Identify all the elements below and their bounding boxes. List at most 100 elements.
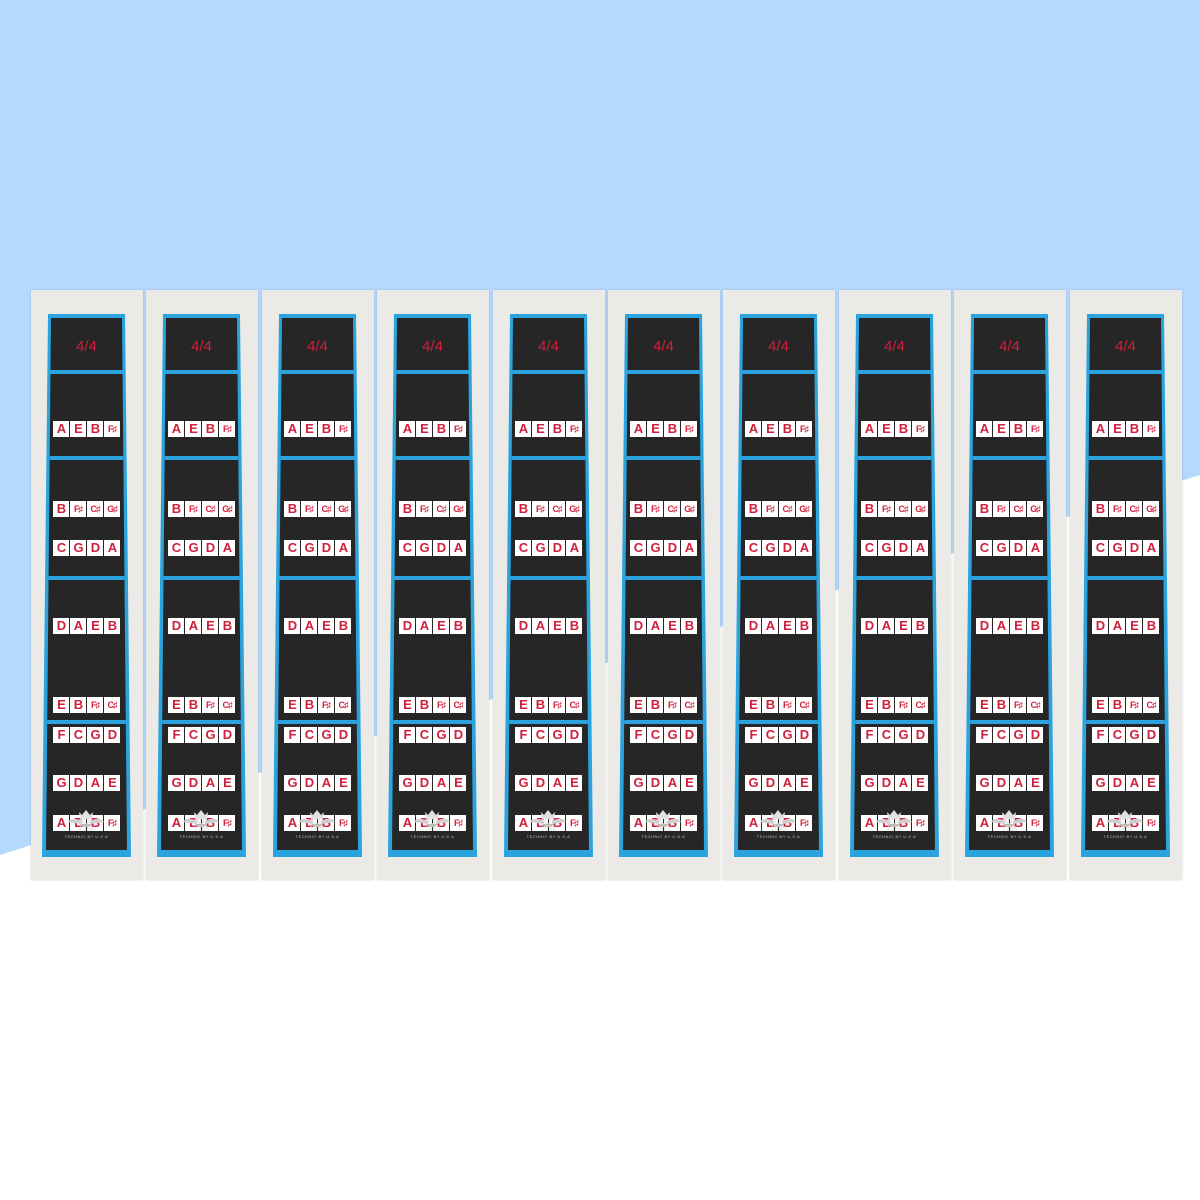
fret-line bbox=[392, 576, 473, 580]
note-label: C♯ bbox=[433, 501, 449, 517]
note-label: F♯ bbox=[779, 697, 795, 713]
note-label: A bbox=[912, 540, 928, 556]
note-label: F♯ bbox=[878, 501, 894, 517]
note-label: D bbox=[284, 618, 300, 634]
note-label: E bbox=[1092, 697, 1108, 713]
note-label: B bbox=[87, 421, 103, 437]
note-label: A bbox=[202, 775, 218, 791]
note-label: F♯ bbox=[566, 815, 582, 831]
note-label: B bbox=[104, 618, 120, 634]
note-label: C bbox=[284, 540, 300, 556]
note-label: E bbox=[450, 775, 466, 791]
note-label: C bbox=[647, 727, 663, 743]
note-label: E bbox=[284, 697, 300, 713]
note-label: A bbox=[53, 421, 69, 437]
logo-year: 1988 bbox=[1001, 826, 1018, 833]
note-label: F♯ bbox=[1143, 421, 1159, 437]
note-label: C bbox=[185, 727, 201, 743]
note-label: G bbox=[416, 540, 432, 556]
logo-tagline: TECHNIC BY U.S.A bbox=[1103, 834, 1148, 839]
note-label: C bbox=[532, 727, 548, 743]
fret-line bbox=[392, 370, 473, 374]
note-label: B bbox=[681, 618, 697, 634]
fingerboard-sticker: 4/4AEBF♯BF♯C♯G♯CGDADAEBEBF♯C♯FCGDGDAEAEB… bbox=[608, 290, 720, 880]
logo-tagline: TECHNIC BY U.S.A bbox=[410, 834, 455, 839]
note-label: A bbox=[1092, 815, 1108, 831]
note-label: F♯ bbox=[185, 501, 201, 517]
note-label: C♯ bbox=[1027, 697, 1043, 713]
size-label: 4/4 bbox=[999, 338, 1020, 355]
note-label: G bbox=[515, 775, 531, 791]
winged-crown-logo-icon bbox=[299, 810, 335, 827]
note-label: G bbox=[630, 775, 646, 791]
note-label: G bbox=[399, 775, 415, 791]
note-label: D bbox=[104, 727, 120, 743]
note-label: E bbox=[647, 421, 663, 437]
note-label: D bbox=[399, 618, 415, 634]
note-label: F♯ bbox=[318, 697, 334, 713]
fret-line bbox=[623, 576, 704, 580]
note-label: F bbox=[53, 727, 69, 743]
note-label: A bbox=[515, 815, 531, 831]
fret-line bbox=[46, 576, 127, 580]
note-label: F♯ bbox=[681, 421, 697, 437]
note-label: B bbox=[168, 501, 184, 517]
note-label: G♯ bbox=[219, 501, 235, 517]
note-label: C bbox=[745, 540, 761, 556]
note-label: A bbox=[647, 618, 663, 634]
size-label: 4/4 bbox=[1115, 338, 1136, 355]
sticker-border: 4/4AEBF♯BF♯C♯G♯CGDADAEBEBF♯C♯FCGDGDAEAEB… bbox=[42, 314, 131, 857]
note-label: E bbox=[70, 421, 86, 437]
note-label: B bbox=[912, 618, 928, 634]
size-label: 4/4 bbox=[76, 338, 97, 355]
note-label: D bbox=[1092, 618, 1108, 634]
note-label: G bbox=[301, 540, 317, 556]
note-label: B bbox=[664, 421, 680, 437]
fret-line bbox=[277, 576, 358, 580]
note-label: A bbox=[861, 421, 877, 437]
note-label: G bbox=[532, 540, 548, 556]
note-label: E bbox=[745, 697, 761, 713]
note-label: A bbox=[1143, 540, 1159, 556]
note-label: G♯ bbox=[796, 501, 812, 517]
note-label: F♯ bbox=[1010, 697, 1026, 713]
fingerboard-sticker: 4/4AEBF♯BF♯C♯G♯CGDADAEBEBF♯C♯FCGDGDAEAEB… bbox=[262, 290, 374, 880]
note-label: G bbox=[87, 727, 103, 743]
note-label: D bbox=[1027, 727, 1043, 743]
winged-crown-logo-icon bbox=[68, 810, 104, 827]
sticker-board: 4/4AEBF♯BF♯C♯G♯CGDADAEBEBF♯C♯FCGDGDAEAEB… bbox=[738, 318, 819, 850]
fingerboard-sticker: 4/4AEBF♯BF♯C♯G♯CGDADAEBEBF♯C♯FCGDGDAEAEB… bbox=[1070, 290, 1182, 880]
note-label: B bbox=[1109, 697, 1125, 713]
note-label: A bbox=[284, 815, 300, 831]
note-label: E bbox=[433, 618, 449, 634]
note-label: B bbox=[433, 421, 449, 437]
note-label: F bbox=[168, 727, 184, 743]
fingerboard-sticker: 4/4AEBF♯BF♯C♯G♯CGDADAEBEBF♯C♯FCGDGDAEAEB… bbox=[839, 290, 951, 880]
note-label: A bbox=[745, 815, 761, 831]
note-label: B bbox=[745, 501, 761, 517]
fret-line bbox=[46, 456, 127, 460]
note-label: F bbox=[630, 727, 646, 743]
note-label: D bbox=[515, 618, 531, 634]
note-label: D bbox=[335, 727, 351, 743]
note-label: A bbox=[284, 421, 300, 437]
note-label: G bbox=[647, 540, 663, 556]
fret-line bbox=[738, 576, 819, 580]
note-label: D bbox=[630, 618, 646, 634]
fret-line bbox=[969, 370, 1050, 374]
note-label: A bbox=[416, 618, 432, 634]
size-label: 4/4 bbox=[768, 338, 789, 355]
note-label: C♯ bbox=[681, 697, 697, 713]
